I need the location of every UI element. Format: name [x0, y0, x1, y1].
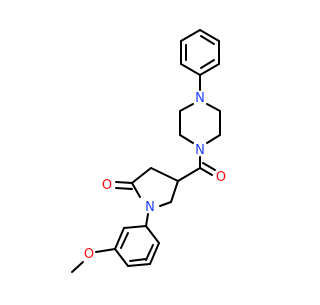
bond	[170, 180, 179, 203]
bond	[199, 63, 220, 76]
bond	[145, 213, 149, 227]
atom-label-o: O	[216, 170, 226, 185]
atom-label-n: N	[145, 200, 155, 215]
bond	[95, 248, 116, 253]
bond-lines	[71, 29, 221, 273]
atom-labels: N N O O N O	[84, 91, 226, 262]
bond	[131, 182, 141, 198]
bond	[202, 162, 216, 171]
bond	[177, 167, 201, 182]
bond	[179, 103, 194, 112]
atom-label-n: N	[195, 91, 205, 106]
bond	[180, 63, 201, 76]
bond	[199, 29, 220, 42]
bond	[149, 242, 160, 265]
bond	[180, 29, 201, 42]
bond	[131, 167, 152, 184]
bond	[115, 187, 133, 190]
bond	[150, 167, 179, 182]
atom-label-o: O	[102, 178, 112, 193]
bond-inner	[200, 35, 215, 45]
bond	[127, 263, 151, 267]
bond	[114, 227, 125, 250]
bond	[145, 225, 160, 244]
molecule-canvas: N N O O N O	[71, 29, 226, 273]
bond	[179, 134, 194, 144]
bond	[159, 201, 172, 207]
bond	[114, 248, 129, 267]
bond-inner	[129, 258, 147, 262]
bond-inner	[200, 59, 215, 69]
bond	[123, 225, 147, 229]
atom-label-o: O	[84, 247, 94, 262]
bond	[115, 181, 133, 184]
bond-inner	[120, 232, 129, 249]
structure-diagram: N N O O N O	[71, 29, 226, 273]
bond	[206, 103, 221, 112]
bond	[71, 261, 84, 273]
bond-inner	[145, 244, 154, 261]
bond	[206, 134, 221, 144]
atom-label-n: N	[195, 143, 205, 158]
bond	[199, 167, 213, 176]
